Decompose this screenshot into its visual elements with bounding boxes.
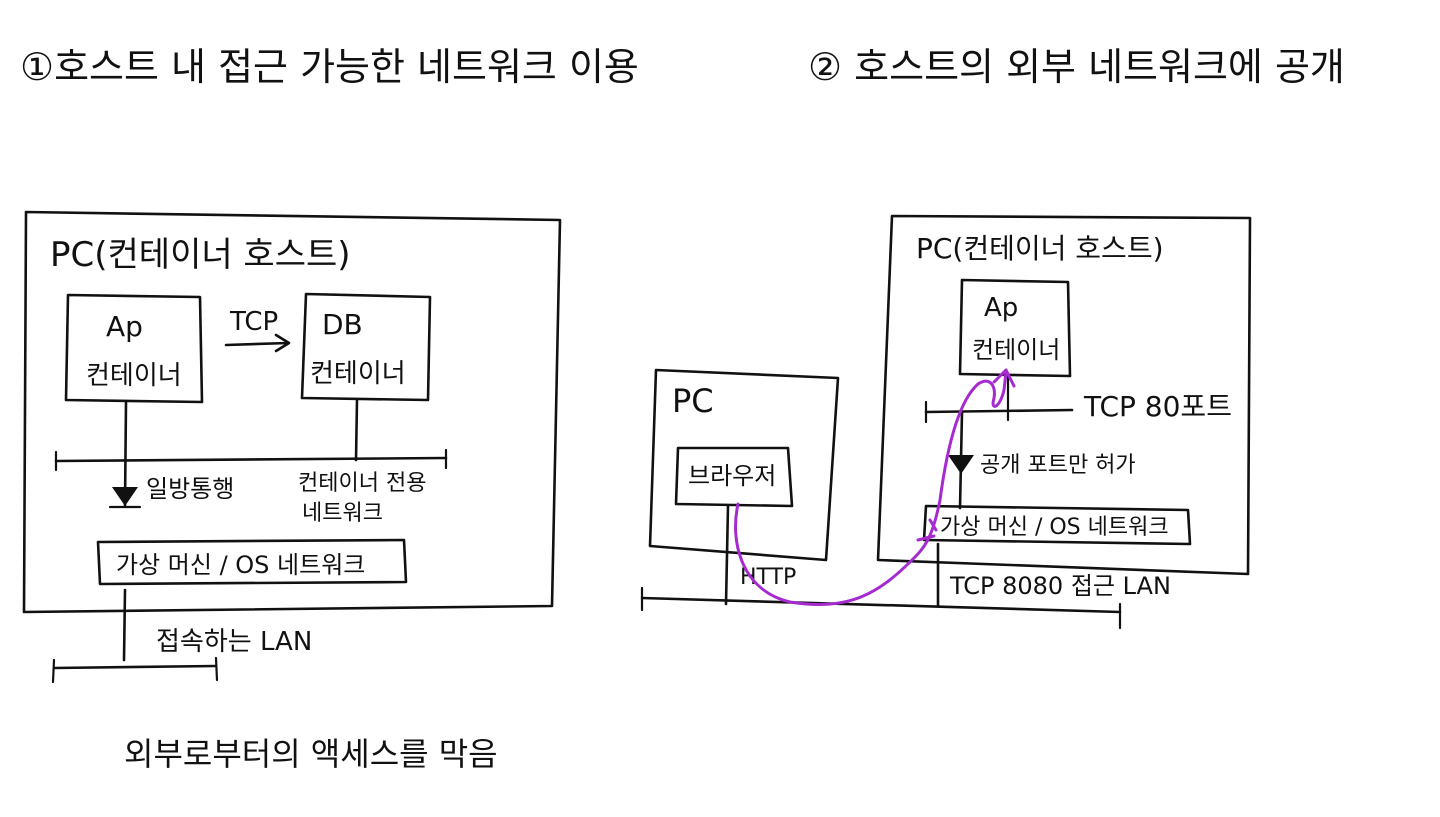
left-db-container-line1: DB: [322, 308, 363, 341]
left-host-box: [22, 210, 562, 614]
http-request-path: [734, 370, 1008, 607]
left-db-link: [354, 398, 359, 462]
right-lan-label: TCP 8080 접근 LAN: [949, 572, 1171, 600]
left-lan-label: 접속하는 LAN: [156, 627, 312, 657]
left-db-container-line2: 컨테이너: [310, 359, 406, 389]
right-host-label: PC(컨테이너 호스트): [916, 232, 1164, 265]
browser-box: [674, 446, 794, 508]
right-lan-bus: [640, 596, 1122, 614]
right-public-port-arrow: [948, 455, 974, 474]
left-lan-link: [122, 588, 127, 662]
http-request-arrowhead: [992, 368, 1016, 388]
left-host-label: PC(컨테이너 호스트): [50, 235, 351, 275]
left-container-network-line2: 네트워크: [302, 501, 383, 526]
left-one-way-label: 일방통행: [146, 475, 234, 503]
left-tcp-label: TCP: [229, 307, 278, 337]
browser-lan-link: [724, 504, 730, 606]
left-db-container-box: [300, 292, 432, 402]
left-ap-container-line2: 컨테이너: [86, 361, 182, 391]
client-pc-label: PC: [672, 382, 714, 420]
http-label: HTTP: [740, 565, 796, 590]
browser-label: 브라우저: [688, 462, 776, 490]
right-ap-container-line2: 컨테이너: [972, 336, 1060, 364]
left-vm-os-network-label: 가상 머신 / OS 네트워크: [116, 551, 365, 579]
left-ap-container-box: [64, 293, 204, 404]
right-port-bus: [924, 408, 1074, 414]
left-ap-container-line1: Ap: [106, 310, 143, 343]
heading-option-1: ①호스트 내 접근 가능한 네트워크 이용: [20, 45, 639, 89]
left-footer-note: 외부로부터의 액세스를 막음: [124, 735, 498, 773]
left-container-network-line1: 컨테이너 전용: [298, 471, 426, 496]
right-ap-container-line1: Ap: [984, 293, 1018, 323]
right-ap-container-box: [958, 278, 1072, 378]
left-lan-end-right: [214, 656, 219, 682]
left-tcp-arrow-head: [274, 333, 291, 353]
heading-option-2: ② 호스트의 외부 네트워크에 공개: [808, 45, 1345, 89]
right-host-box: [876, 214, 1252, 576]
left-container-network-bus: [54, 456, 448, 463]
left-lan-bus: [52, 664, 218, 670]
left-diagram: PC(컨테이너 호스트) Ap 컨테이너 DB 컨테이너 TCP 일방통행 컨테…: [22, 210, 562, 773]
right-vm-os-network-label: 가상 머신 / OS 네트워크: [940, 515, 1169, 540]
tcp80-label: TCP 80포트: [1083, 390, 1232, 423]
left-tcp-arrow-line: [224, 341, 290, 347]
client-pc-box: [648, 368, 840, 562]
right-diagram: PC 브라우저 HTTP PC(컨테이너 호스트) Ap 컨테이너 TCP 80…: [640, 214, 1252, 630]
public-port-label: 공개 포트만 허가: [980, 453, 1136, 478]
left-lan-end-left: [51, 658, 56, 684]
http-request-crossing-marks: [916, 518, 938, 542]
right-vm-os-network-box: [922, 504, 1192, 546]
left-vm-os-network-box: [96, 538, 408, 586]
left-one-way-arrow: [112, 487, 138, 506]
